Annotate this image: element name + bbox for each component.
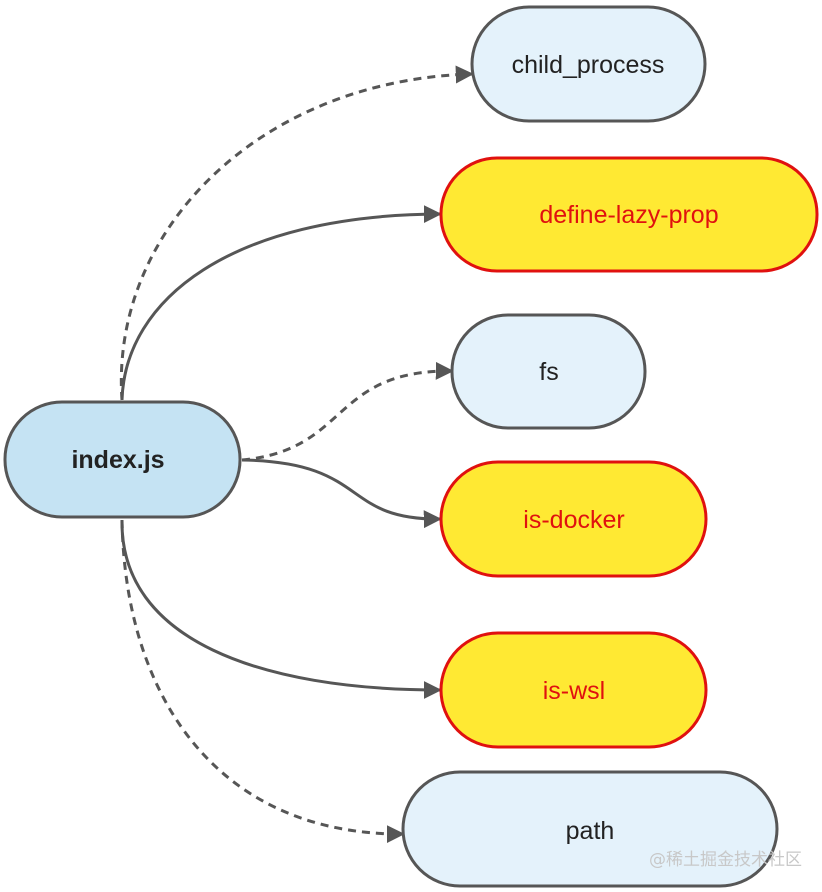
node-label: child_process (512, 51, 665, 79)
node-is-docker: is-docker (439, 460, 708, 578)
node-label: index.js (71, 446, 164, 474)
node-label: path (566, 817, 615, 845)
edge-fs (241, 361, 454, 462)
watermark: @稀土掘金技术社区 (649, 850, 802, 870)
node-path: path (401, 770, 779, 888)
node-child-process: child_process (470, 5, 707, 123)
node-label: is-wsl (543, 677, 606, 705)
node-define-lazy-prop: define-lazy-prop (439, 156, 819, 273)
edge-define-lazy-prop (120, 205, 442, 401)
node-label: is-docker (523, 506, 624, 534)
node-label: fs (539, 358, 558, 386)
edge-is-docker (241, 458, 442, 529)
edge-is-wsl (120, 519, 442, 699)
node-fs: fs (450, 313, 647, 430)
edge-path (120, 519, 405, 844)
edge-child-process (119, 65, 474, 401)
node-is-wsl: is-wsl (439, 631, 708, 749)
node-label: define-lazy-prop (539, 201, 718, 229)
node-index-js: index.js (3, 400, 242, 519)
